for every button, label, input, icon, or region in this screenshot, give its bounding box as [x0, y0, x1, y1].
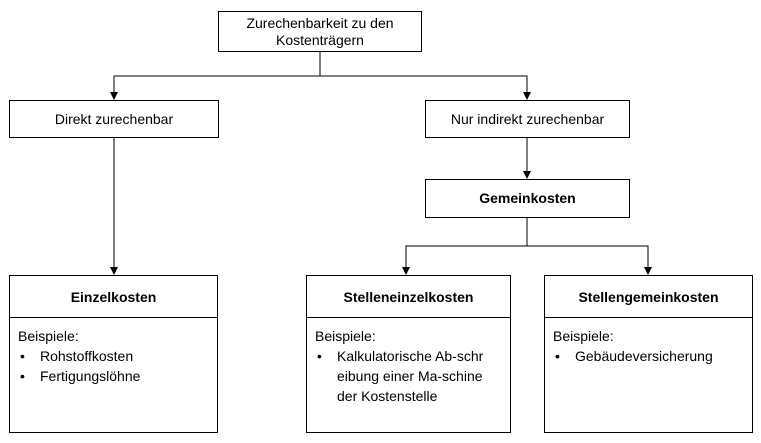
node-einzelkosten: Einzelkosten Beispiele: Rohstoffkosten F…	[9, 275, 218, 433]
node-einzelkosten-body: Beispiele: Rohstoffkosten Fertigungslöhn…	[10, 318, 217, 386]
node-stellengemeinkosten: Stellengemeinkosten Beispiele: Gebäudeve…	[544, 275, 753, 433]
node-direkt-zurechenbar: Direkt zurechenbar	[9, 100, 219, 138]
list-item: Rohstoffkosten	[18, 346, 209, 366]
list-item: Kalkulatorische Ab-schreibung einer Ma-s…	[315, 346, 485, 406]
node-gemeinkosten: Gemeinkosten	[425, 179, 630, 218]
edge-gemein-to-stelleneinzel	[402, 218, 528, 275]
node-stellengemeinkosten-examples-label: Beispiele:	[553, 328, 614, 344]
node-stelleneinzelkosten-body: Beispiele: Kalkulatorische Ab-schreibung…	[307, 318, 510, 406]
node-zurechenbarkeit: Zurechenbarkeit zu den Kostenträgern	[218, 11, 422, 52]
node-stellengemeinkosten-title: Stellengemeinkosten	[545, 276, 752, 318]
node-stelleneinzelkosten-examples: Kalkulatorische Ab-schreibung einer Ma-s…	[315, 346, 502, 406]
node-stellengemeinkosten-examples: Gebäudeversicherung	[553, 346, 744, 366]
node-stelleneinzelkosten-title: Stelleneinzelkosten	[307, 276, 510, 318]
node-stellengemeinkosten-body: Beispiele: Gebäudeversicherung	[545, 318, 752, 366]
node-stelleneinzelkosten: Stelleneinzelkosten Beispiele: Kalkulato…	[306, 275, 511, 433]
node-einzelkosten-title: Einzelkosten	[10, 276, 217, 318]
node-nur-indirekt-zurechenbar: Nur indirekt zurechenbar	[425, 100, 630, 138]
node-gemeinkosten-label: Gemeinkosten	[479, 190, 576, 206]
node-direkt-zurechenbar-label: Direkt zurechenbar	[54, 110, 174, 127]
list-item: Gebäudeversicherung	[553, 346, 744, 366]
node-einzelkosten-examples: Rohstoffkosten Fertigungslöhne	[18, 346, 209, 386]
edge-root-to-direkt	[110, 51, 321, 100]
edge-gemein-to-stellengemein	[527, 245, 652, 275]
edge-root-to-indirekt	[320, 75, 531, 100]
list-item: Fertigungslöhne	[18, 366, 209, 386]
node-einzelkosten-examples-label: Beispiele:	[18, 328, 79, 344]
node-stelleneinzelkosten-examples-label: Beispiele:	[315, 328, 376, 344]
node-zurechenbarkeit-label: Zurechenbarkeit zu den Kostenträgern	[246, 14, 394, 48]
node-nur-indirekt-zurechenbar-label: Nur indirekt zurechenbar	[450, 110, 605, 127]
